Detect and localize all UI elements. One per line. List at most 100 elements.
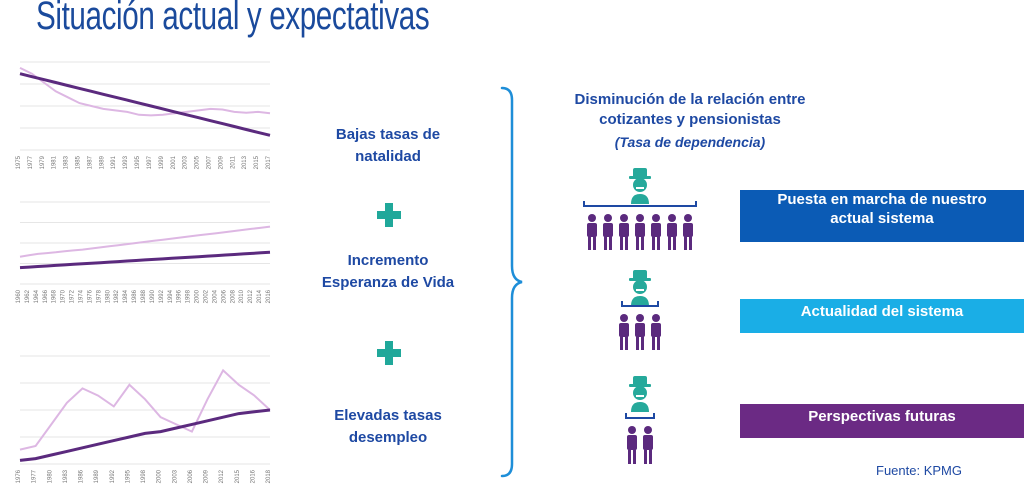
factor-birth-rate: Bajas tasas de natalidad [288,124,488,168]
x-tick-label: 2009 [204,469,210,483]
x-tick-label: 2012 [219,469,225,483]
x-tick-label: 2018 [266,469,272,483]
x-tick-label: 1992 [110,469,116,483]
worker-icon [651,214,661,250]
factor-label-line2: Esperanza de Vida [321,274,455,291]
worker-icon [683,214,693,250]
x-tick-label: 1993 [123,155,129,169]
x-tick-label: 2000 [157,469,163,483]
x-tick-label: 1975 [16,155,22,169]
bracket-line [621,301,659,307]
worker-icon [635,214,645,250]
x-tick-label: 1981 [52,155,58,169]
scenario-bar-original: Puesta en marcha de nuestro actual siste… [740,190,1024,242]
x-tick-label: 1984 [123,289,129,303]
worker-icon [635,314,645,350]
x-tick-label: 2011 [230,155,236,169]
factor-life-expectancy: Incremento Esperanza de Vida [288,250,488,294]
worker-icon [643,426,653,464]
x-tick-label: 1966 [43,289,49,303]
worker-icon [587,214,597,250]
x-tick-label: 1986 [132,289,138,303]
x-tick-label: 1998 [141,469,147,483]
x-tick-label: 1974 [79,289,85,303]
x-tick-label: 2006 [188,469,194,483]
bracket-line [583,201,697,207]
x-tick-label: 1977 [28,155,34,169]
x-tick-label: 2012 [248,289,254,303]
worker-icon [619,314,629,350]
x-tick-label: 1979 [40,155,46,169]
x-tick-label: 2003 [172,469,178,483]
trend-line [19,250,271,270]
x-tick-label: 2007 [206,155,212,169]
x-tick-label: 1990 [150,289,156,303]
dependency-ratio-subtitle: (Tasa de dependencia) [614,134,766,150]
bracket-line [625,413,655,419]
x-tick-label: 2013 [242,155,248,169]
x-tick-label: 2003 [183,155,189,169]
factor-unemployment: Elevadas tasas desempleo [288,405,488,449]
unemployment-chart-svg: 1976 1977 1980 1983 1986 1989 1992 1995 1998 2000… [16,355,272,483]
plus-icon [377,203,401,227]
x-tick-label: 2004 [212,289,218,303]
dependency-ratio-heading: Disminución de la relación entre cotizan… [530,90,850,130]
x-tick-label: 1997 [147,155,153,169]
x-tick-label: 2016 [266,289,272,303]
worker-icon [603,214,613,250]
scenario-label-line1: Puesta en marcha de nuestro [777,191,987,208]
x-tick-label: 1978 [96,289,102,303]
plus-icon [377,341,401,365]
x-tick-label: 1962 [25,289,31,303]
x-tick-label: 1989 [94,469,100,483]
x-tick-label: 2014 [257,289,263,303]
x-tick-label: 1972 [70,289,76,303]
unemployment-chart: 1976 1977 1980 1983 1986 1989 1992 1995 1998 2000… [12,352,274,490]
x-tick-label: 1980 [47,469,53,483]
x-tick-label: 2015 [254,155,260,169]
worker-icon [651,314,661,350]
x-tick-label: 1986 [79,469,85,483]
x-tick-label: 1989 [99,155,105,169]
x-tick-label: 1998 [186,289,192,303]
x-tick-label: 1983 [63,469,69,483]
pensioner-icon [629,168,651,204]
factor-label-line2: natalidad [355,148,421,165]
scenario-label-line2: actual sistema [830,210,934,227]
people-group-icon [583,168,697,250]
x-tick-label: 2010 [239,289,245,303]
source-note: Fuente: KPMG [876,463,962,478]
factor-label-line1: Elevadas tasas [334,407,442,424]
birth-rate-chart: 1975 1977 1979 1981 1983 1985 1987 1989 1991 1993… [12,60,274,196]
birth-rate-chart-svg: 1975 1977 1979 1981 1983 1985 1987 1989 1991 1993… [16,61,272,169]
x-tick-label: 2015 [235,469,241,483]
scenario-bar-future: Perspectivas futuras [740,404,1024,438]
trend-line [19,408,271,462]
x-tick-label: 1995 [135,155,141,169]
scenario-label: Actualidad del sistema [800,303,964,320]
scenario-bar-current: Actualidad del sistema [740,299,1024,333]
x-tick-label: 1999 [159,155,165,169]
worker-icon [627,426,637,464]
x-tick-label: 2005 [195,155,201,169]
x-tick-label: 1995 [125,469,131,483]
x-tick-label: 1988 [141,289,147,303]
x-tick-label: 1982 [114,289,120,303]
pensioner-icon [629,376,651,412]
x-tick-label: 1968 [52,289,58,303]
x-tick-label: 1992 [159,289,165,303]
heading-line1: Disminución de la relación entre [574,91,806,108]
factor-label-line2: desempleo [348,429,428,446]
x-tick-label: 1983 [64,155,70,169]
worker-icon [619,214,629,250]
x-tick-label: 1976 [16,469,22,483]
x-tick-label: 1985 [76,155,82,169]
heading-line2: cotizantes y pensionistas [599,111,781,128]
scenario-label: Perspectivas futuras [808,408,956,425]
x-tick-label: 1977 [32,469,38,483]
x-tick-label: 1987 [87,155,93,169]
x-tick-label: 1991 [111,155,117,169]
x-tick-label: 1980 [105,289,111,303]
factor-label-line1: Incremento [347,252,429,269]
